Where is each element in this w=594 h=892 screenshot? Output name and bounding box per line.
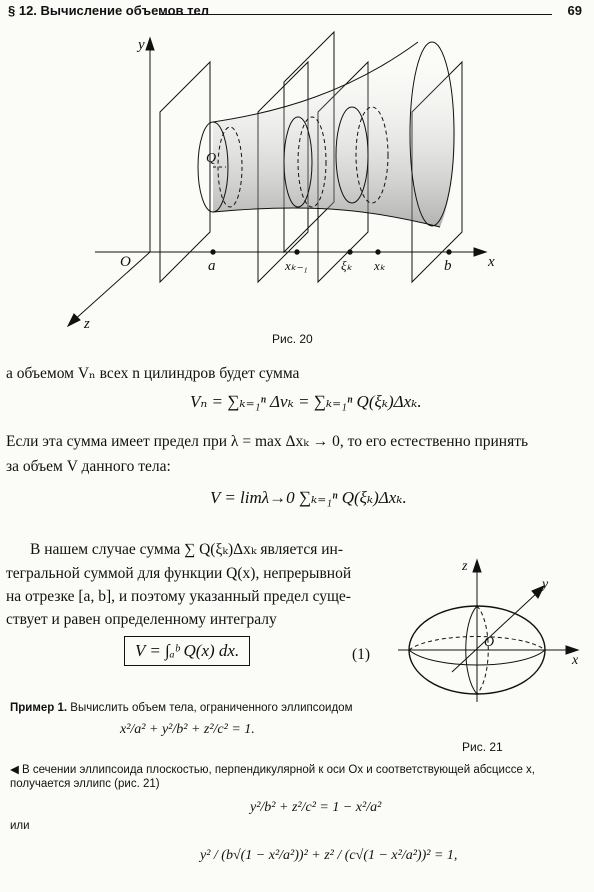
example-text: Вычислить объем тела, ограниченного элли… — [70, 702, 353, 714]
paragraph-3-line-2: тегральной суммой для функции Q(x), непр… — [6, 565, 352, 582]
figure-20-diagram: y x z O Q a xₖ₋₁ ξₖ xₖ b — [66, 30, 495, 332]
formula-limit: V = limλ→0 ∑ₖ₌₁ⁿ Q(ξₖ)Δxₖ. — [210, 488, 407, 507]
example-title: Пример 1. — [10, 702, 68, 714]
plane-a — [159, 60, 211, 284]
formula-integral-boxed: V = ∫ₐᵇ Q(x) dx. — [124, 636, 251, 666]
page-number: 69 — [567, 3, 582, 18]
formula-vn: Vₙ = ∑ₖ₌₁ⁿ Δvₖ = ∑ₖ₌₁ⁿ Q(ξₖ)Δxₖ. — [190, 392, 422, 411]
label-x: x — [571, 653, 579, 668]
label-xk1: xₖ₋₁ — [284, 258, 308, 273]
body-shading — [213, 42, 456, 227]
label-x: x — [487, 254, 495, 270]
z-axis — [71, 251, 151, 323]
section-ellipse-b — [409, 41, 455, 227]
section-ellipse-a — [197, 121, 229, 213]
plane-xk — [317, 60, 369, 284]
label-a: a — [208, 258, 216, 274]
paragraph-3-line-1: В нашем случае сумма ∑ Q(ξₖ)Δxₖ является… — [30, 541, 344, 558]
label-xik: ξₖ — [341, 258, 353, 273]
meridian-front — [465, 605, 478, 695]
label-o: O — [120, 254, 131, 270]
solution-line-1: ◀ В сечении эллипсоида плоскостью, перпе… — [10, 764, 535, 776]
body-bottom-edge — [212, 207, 441, 228]
figure-21-caption: Рис. 21 — [462, 740, 503, 754]
solution-line-2: получается эллипс (рис. 21) — [10, 778, 160, 790]
label-z: z — [83, 316, 90, 332]
label-b: b — [444, 258, 452, 274]
label-o: O — [484, 635, 494, 650]
y-axis-arrow — [145, 36, 155, 51]
equator-back — [408, 636, 546, 651]
plane-xk1 — [257, 60, 309, 284]
x-axis-arrow — [473, 247, 488, 257]
label-q: Q — [206, 151, 216, 166]
section-q — [217, 126, 243, 208]
label-y: y — [136, 37, 145, 53]
header-rule — [160, 14, 552, 15]
paragraph-1: а объемом Vₙ всех n цилиндров будет сумм… — [6, 365, 300, 382]
or-word: или — [10, 820, 30, 832]
paragraph-2-line-1: Если эта сумма имеет предел при λ = max … — [6, 433, 529, 450]
figure-21-diagram: z y x O — [398, 558, 580, 702]
paragraph-2-line-2: за объем V данного тела: — [6, 458, 171, 475]
label-xk: xₖ — [373, 258, 386, 273]
z-axis-arrow — [66, 313, 81, 328]
label-y: y — [540, 577, 549, 592]
label-z: z — [461, 559, 468, 574]
paragraph-3-line-3: на отрезке [a, b], и поэтому указанный п… — [6, 588, 351, 605]
meridian-back — [476, 605, 489, 695]
example-ellipsoid-equation: x²/a² + y²/b² + z²/c² = 1. — [120, 722, 255, 737]
example-line: Пример 1. Вычислить объем тела, ограниче… — [10, 702, 352, 714]
equator-front — [408, 649, 546, 666]
section-ellipse-equation: y²/b² + z²/c² = 1 − x²/a² — [250, 800, 382, 815]
paragraph-3-line-4: ствует и равен определенному интегралу — [6, 611, 277, 628]
equation-number: (1) — [352, 646, 371, 663]
figure-20-caption: Рис. 20 — [272, 332, 313, 346]
normalized-ellipse-equation: y² / (b√(1 − x²/a²))² + z² / (c√(1 − x²/… — [200, 848, 458, 863]
body-top-edge — [212, 41, 419, 123]
y-axis — [451, 591, 539, 673]
running-header-title: § 12. Вычисление объемов тел — [8, 3, 209, 18]
